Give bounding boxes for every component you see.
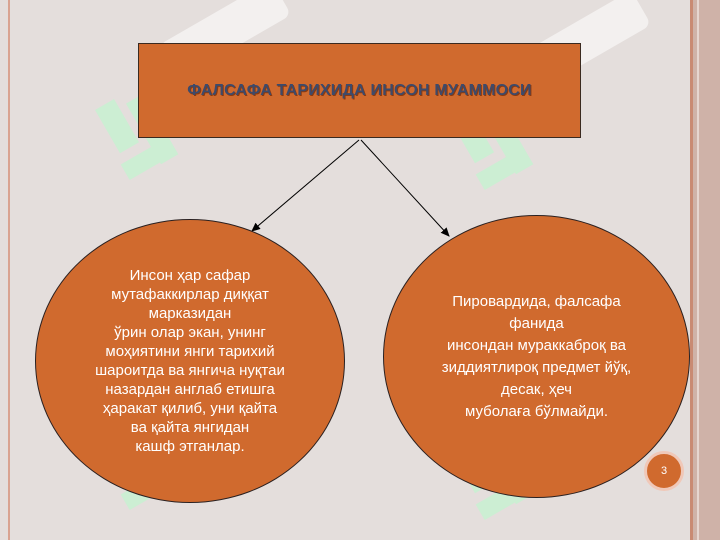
right-frame-line <box>697 0 699 540</box>
slide-title: ФАЛСАФА ТАРИХИДА ИНСОН МУАММОСИ <box>187 81 532 99</box>
right-ellipse: Пировардида, фалсафа фанида инсондан мур… <box>383 215 690 498</box>
left-ellipse-text: Инсон ҳар сафар мутафаккирлар диққат мар… <box>95 267 285 455</box>
title-box: ФАЛСАФА ТАРИХИДА ИНСОН МУАММОСИ <box>138 43 581 138</box>
page-number-badge: 3 <box>644 451 684 491</box>
left-ellipse: Инсон ҳар сафар мутафаккирлар диққат мар… <box>35 219 345 503</box>
page-number: 3 <box>660 465 668 477</box>
arrow-to-right <box>360 139 450 237</box>
right-frame-band <box>690 0 720 540</box>
right-ellipse-text: Пировардида, фалсафа фанида инсондан мур… <box>441 292 632 420</box>
left-frame-line <box>8 0 10 540</box>
arrow-to-left <box>251 139 360 232</box>
